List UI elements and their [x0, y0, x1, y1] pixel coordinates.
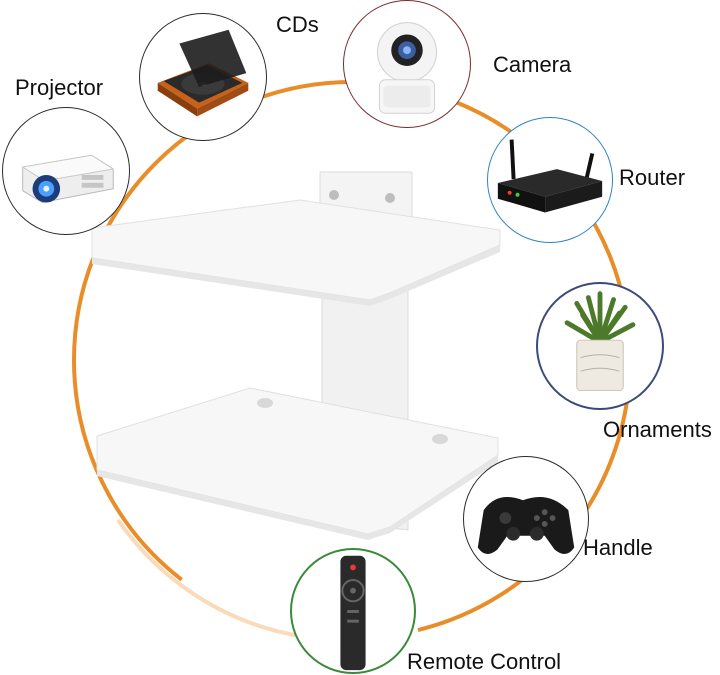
- orange-ring-faded: [116, 518, 301, 638]
- projector-icon: [21, 154, 115, 204]
- handle-bubble: [463, 456, 589, 582]
- label-remote: Remote Control: [407, 649, 562, 674]
- router-icon: [497, 139, 603, 213]
- projector-bubble: [2, 107, 130, 235]
- label-projector: Projector: [15, 75, 104, 100]
- plant-pot-icon: [564, 291, 636, 392]
- label-router: Router: [619, 165, 686, 190]
- label-camera: Camera: [493, 52, 572, 77]
- camera-bubble: [343, 0, 471, 128]
- ornaments-bubble: [536, 282, 664, 410]
- label-ornaments: Ornaments: [603, 417, 712, 442]
- cd-player-icon: [157, 29, 249, 117]
- remote-bubble: [290, 548, 416, 674]
- label-cds: CDs: [276, 12, 319, 37]
- camera-icon: [376, 22, 438, 114]
- cd-bubble: [139, 13, 267, 141]
- router-bubble: [487, 117, 613, 243]
- gamepad-icon: [477, 497, 575, 554]
- wall-shelf: [91, 171, 501, 540]
- remote-control-icon: [340, 555, 366, 671]
- label-handle: Handle: [583, 535, 653, 560]
